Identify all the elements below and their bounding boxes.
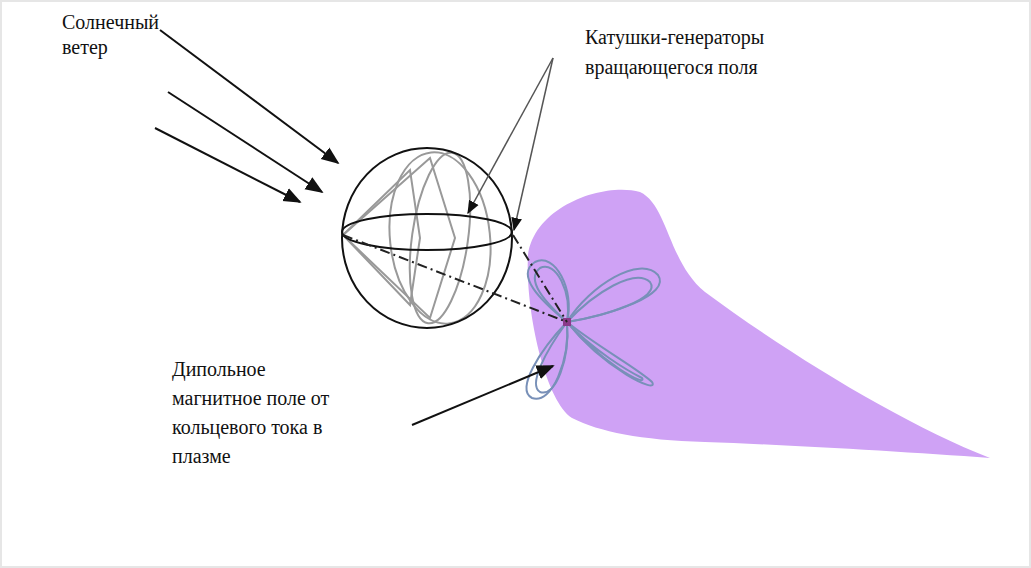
axis-lines [343,235,567,322]
label-text: Солнечный ветер [62,10,172,60]
solar-wind-arrows [155,30,338,202]
label-text: Дипольное магнитное поле от кольцевого т… [172,355,332,471]
plasma-plume [528,190,990,458]
coil-sphere [342,148,512,328]
label-text: Катушки-генераторы вращающегося поля [585,22,825,82]
dipole-field-lines [526,260,660,398]
leader-lines [412,58,553,425]
